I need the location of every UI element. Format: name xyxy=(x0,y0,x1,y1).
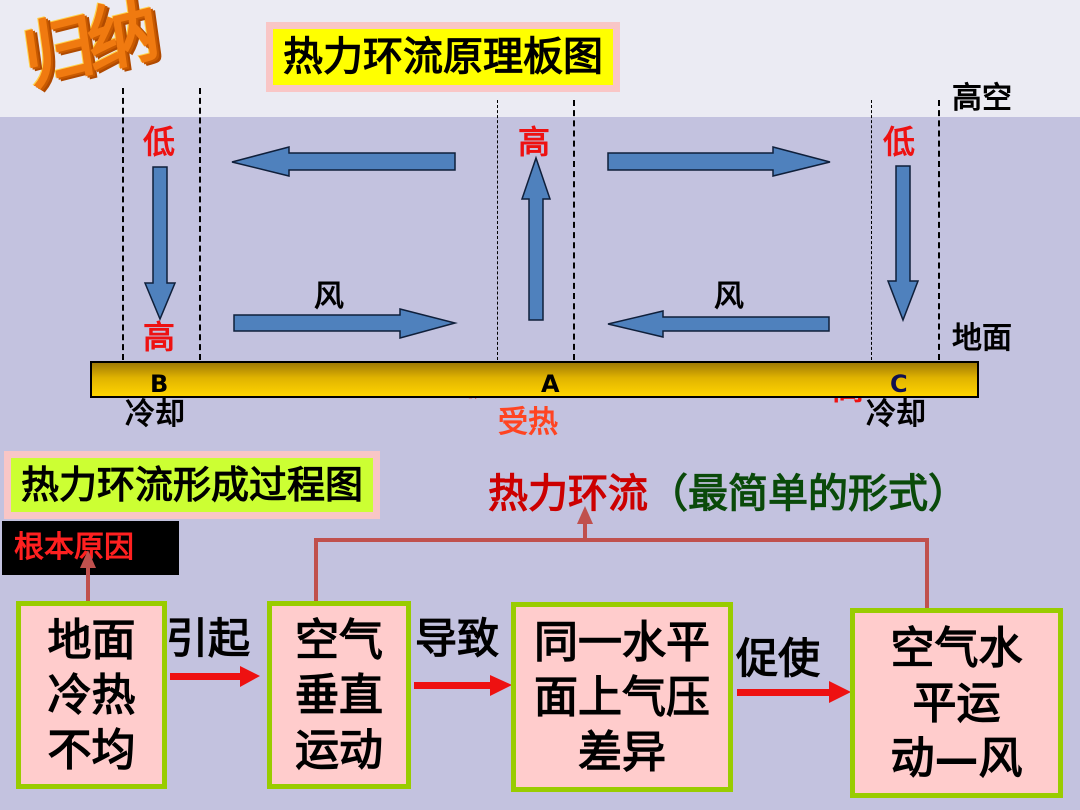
process-title-box: 热力环流形成过程图 xyxy=(4,451,381,519)
pressure-b-lower: 高 xyxy=(143,318,176,356)
connector-verb-lead: 导致 xyxy=(415,614,500,663)
step-3-line-3: 差异 xyxy=(578,726,666,778)
column-b-guide-right xyxy=(199,88,201,360)
surface-state-a: 受热 xyxy=(498,405,558,440)
step-2-line-2: 垂直 xyxy=(295,669,383,721)
result-pointer-head xyxy=(577,506,593,524)
descending-arrow-b xyxy=(143,166,177,321)
step-box-vertical-motion: 空气 垂直 运动 xyxy=(267,601,411,789)
surface-state-c: 冷却 xyxy=(866,397,926,432)
point-c-label: C xyxy=(890,370,908,398)
step-1-line-2: 冷热 xyxy=(47,669,136,721)
ground-surface-bar xyxy=(90,361,979,398)
step-4-line-1: 空气水 xyxy=(890,622,1023,674)
flow-arrow-3-head xyxy=(829,681,851,703)
surface-state-b: 冷却 xyxy=(125,397,185,432)
upper-flow-arrow-to-c xyxy=(607,146,831,177)
step-1-line-1: 地面 xyxy=(47,614,136,666)
pressure-b-upper: 低 xyxy=(143,123,176,161)
step-box-wind: 空气水 平运 动—风 xyxy=(850,608,1063,798)
result-title: 热力环流（最简单的形式） xyxy=(488,474,968,514)
step-4-line-2: 平运 xyxy=(912,677,1001,729)
ascending-arrow-a xyxy=(520,155,552,321)
result-title-main: 热力环流 xyxy=(488,471,648,517)
result-title-note: （最简单的形式） xyxy=(648,471,968,517)
principle-title-box: 热力环流原理板图 xyxy=(266,22,620,92)
point-a-label: A xyxy=(541,370,560,398)
step-2-line-1: 空气 xyxy=(295,614,383,666)
column-a-guide-left xyxy=(497,100,498,360)
connector-verb-cause: 引起 xyxy=(166,614,251,663)
flow-arrow-2-shaft xyxy=(414,682,492,689)
flow-arrow-2-head xyxy=(490,675,512,696)
process-title: 热力环流形成过程图 xyxy=(11,458,374,512)
root-cause-pointer-head xyxy=(80,550,96,568)
altitude-label-lower: 地面 xyxy=(952,321,1012,356)
step-box-pressure-difference: 同一水平 面上气压 差异 xyxy=(511,602,733,792)
step-2-line-3: 运动 xyxy=(295,724,383,776)
lower-flow-arrow-b-to-a xyxy=(233,308,458,339)
step-1-line-3: 不均 xyxy=(47,724,136,776)
step-3-line-2: 面上气压 xyxy=(534,671,710,723)
step-3-line-1: 同一水平 xyxy=(534,616,710,668)
descending-arrow-c xyxy=(886,165,920,323)
feedback-line xyxy=(314,538,929,610)
column-a-guide-right xyxy=(573,100,575,360)
flow-arrow-1-shaft xyxy=(170,673,242,680)
altitude-label-upper: 高空 xyxy=(952,81,1012,116)
pressure-a-upper: 高 xyxy=(518,123,551,161)
pressure-c-upper: 低 xyxy=(883,123,916,161)
principle-title: 热力环流原理板图 xyxy=(273,29,613,85)
step-box-uneven-heating: 地面 冷热 不均 xyxy=(16,601,167,789)
step-4-line-3: 动—风 xyxy=(890,732,1023,784)
flow-arrow-3-shaft xyxy=(737,689,831,696)
wind-label-right: 风 xyxy=(714,279,744,314)
flow-arrow-1-head xyxy=(240,666,260,687)
point-b-label: B xyxy=(150,370,169,398)
upper-flow-arrow-to-b xyxy=(231,146,456,177)
lower-flow-arrow-c-to-a xyxy=(607,310,830,338)
column-c-guide-left xyxy=(871,100,872,360)
connector-verb-drive: 促使 xyxy=(736,634,821,683)
column-c-guide-right xyxy=(938,100,940,360)
column-b-guide-left xyxy=(122,88,124,360)
wind-label-left: 风 xyxy=(314,279,344,314)
